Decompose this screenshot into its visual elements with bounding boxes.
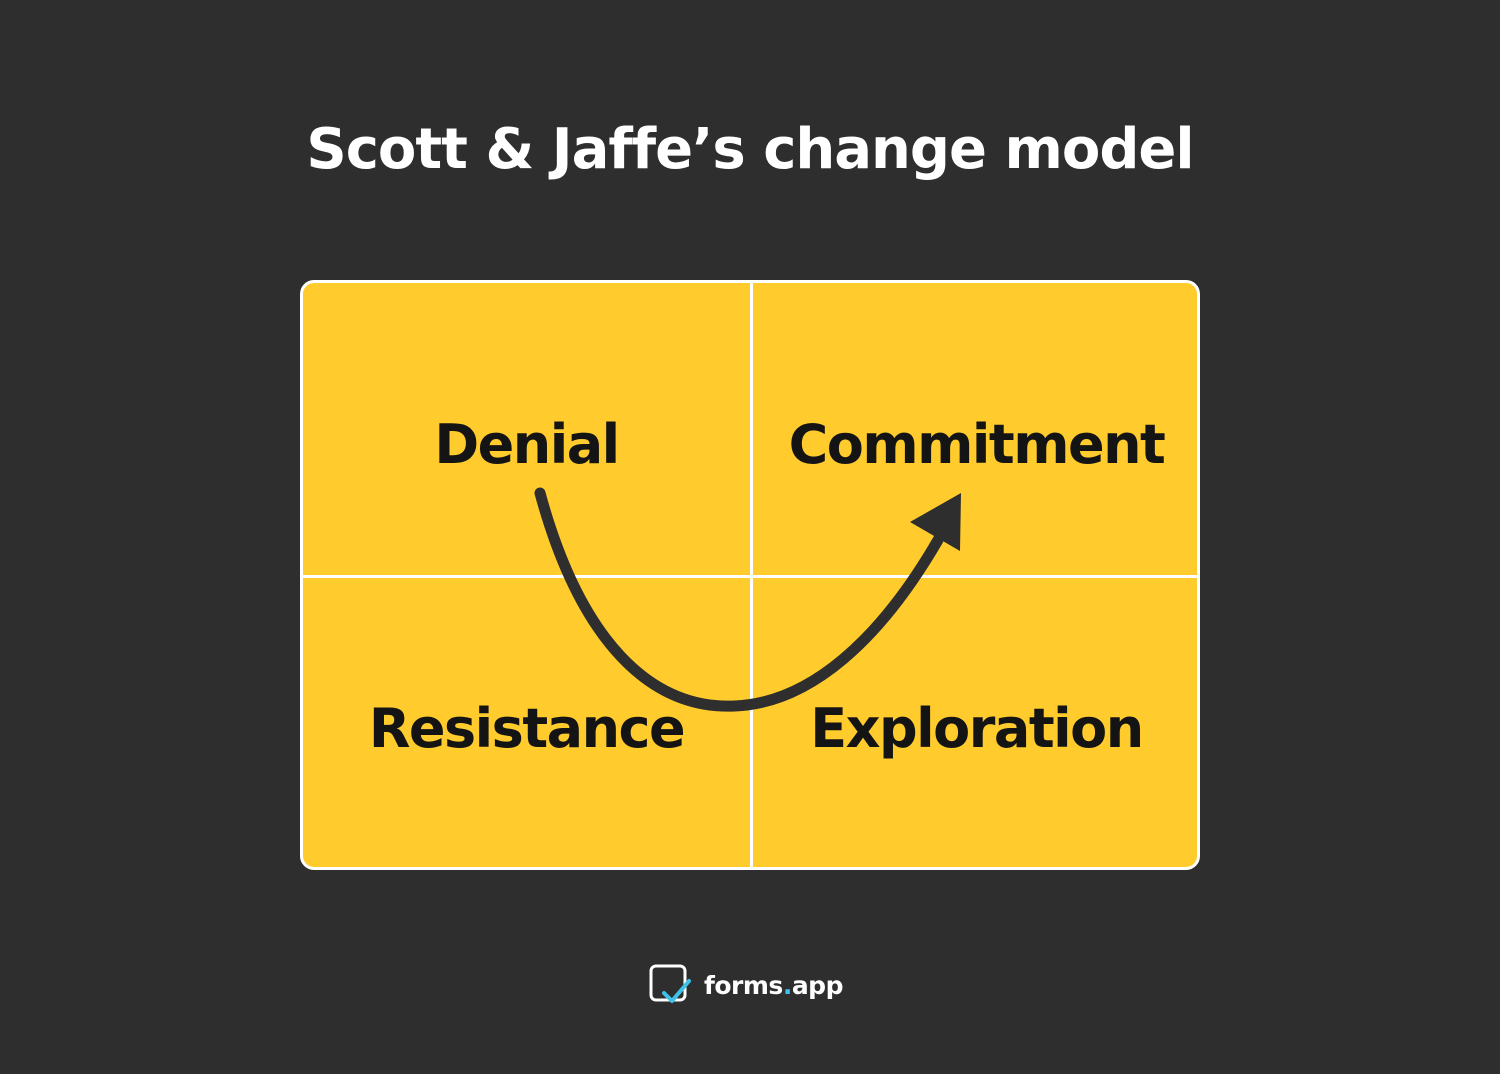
quadrant-resistance: Resistance: [368, 697, 686, 760]
brand-name: forms.app: [704, 971, 843, 1000]
brand-name-part1: forms: [704, 970, 783, 1000]
forms-app-logo-icon: [649, 964, 691, 1003]
brand-dot: .: [782, 970, 793, 1000]
quadrant-commitment: Commitment: [788, 413, 1166, 476]
quadrant-exploration: Exploration: [810, 697, 1144, 760]
horizontal-divider: [303, 575, 1197, 578]
arrow-curve: [534, 487, 944, 712]
arrow-head-icon: [910, 493, 961, 551]
brand-logo: forms.app: [648, 962, 843, 1008]
quadrant-denial: Denial: [434, 413, 620, 476]
change-model-grid: Denial Commitment Resistance Exploration: [300, 280, 1200, 870]
diagram-title: Scott & Jaffe’s change model: [306, 117, 1194, 182]
brand-name-part2: app: [791, 970, 844, 1000]
